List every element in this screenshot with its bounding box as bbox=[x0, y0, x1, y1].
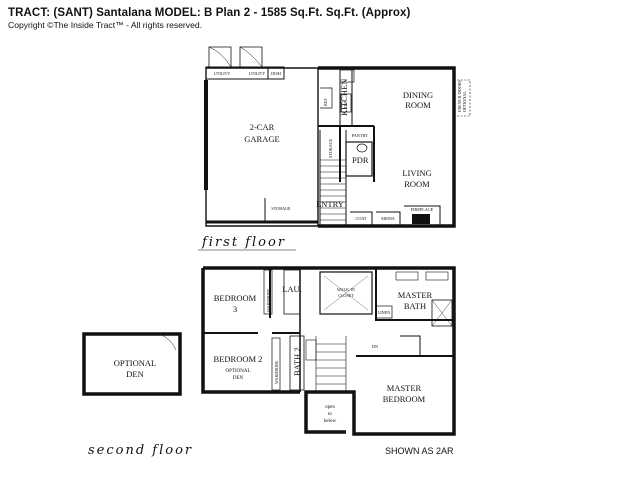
dining-label-line1: DINING bbox=[403, 90, 433, 100]
dn-label: DN bbox=[372, 344, 378, 349]
plan-title: TRACT: (SANT) Santalana MODEL: B Plan 2 … bbox=[8, 7, 411, 19]
lau-label: LAU. bbox=[282, 284, 302, 294]
second-floor-wall bbox=[203, 266, 456, 436]
dining-label-line2: ROOM bbox=[405, 100, 431, 110]
media-label: MEDIA bbox=[381, 216, 395, 221]
french-doors-label-1: OPTIONAL bbox=[462, 91, 467, 112]
second-floor-plan bbox=[82, 266, 456, 436]
ref-label: REF bbox=[323, 98, 328, 106]
open-below-label-line1: open bbox=[325, 405, 335, 410]
living-label-line1: LIVING bbox=[402, 168, 431, 178]
optional-den-wall bbox=[82, 332, 182, 396]
header: TRACT: (SANT) Santalana MODEL: B Plan 2 … bbox=[8, 7, 410, 30]
first-floor-caption: first floor bbox=[201, 235, 286, 250]
garage-exterior-doors bbox=[208, 46, 263, 67]
master-bedroom-label-line2: BEDROOM bbox=[383, 394, 426, 404]
walk-in-closet bbox=[319, 271, 373, 315]
linen-label: LINEN bbox=[378, 310, 391, 315]
bedroom2-label-line3: DEN bbox=[233, 376, 244, 381]
second-floor-stairs bbox=[315, 336, 347, 392]
living-label-line2: ROOM bbox=[404, 179, 430, 189]
kitchen-label: KITCHEN bbox=[339, 79, 349, 116]
utility-label-1: UTILITY bbox=[214, 71, 231, 76]
pantry-label: PANTRY bbox=[352, 133, 368, 138]
second-floor-caption: second floor bbox=[88, 443, 193, 458]
walkin-label-line1: WALK-IN bbox=[337, 287, 355, 292]
garage-label-line2: GARAGE bbox=[244, 134, 279, 144]
coat-label: COAT bbox=[356, 216, 367, 221]
first-floor-labels: 2-CAR GARAGE DINING ROOM LIVING ROOM PDR… bbox=[198, 71, 467, 251]
entry-label: ENTRY bbox=[316, 199, 344, 209]
garage-wall bbox=[205, 67, 319, 227]
storage-garage-label: STORAGE bbox=[271, 206, 291, 211]
pdr-label: PDR bbox=[352, 155, 369, 165]
bedroom3-label-line2: 3 bbox=[233, 304, 237, 314]
optional-french-doors bbox=[454, 79, 471, 117]
master-bedroom-label-line1: MASTER bbox=[387, 383, 422, 393]
house-wall bbox=[318, 66, 456, 228]
bedroom2-label-line1: BEDROOM 2 bbox=[214, 354, 263, 364]
optional-den-label-line1: OPTIONAL bbox=[114, 358, 157, 368]
bath2-label: BATH 2 bbox=[292, 347, 302, 376]
optional-den-label-line2: DEN bbox=[126, 369, 143, 379]
second-floor-labels: BEDROOM 3 LAU. WALK-IN CLOSET MASTER BAT… bbox=[88, 284, 454, 458]
french-doors-label-2: FRENCH DOORS bbox=[457, 80, 462, 112]
bedroom3-label-line1: BEDROOM bbox=[214, 293, 257, 303]
storage-stair-label: STORAGE bbox=[328, 138, 333, 158]
copyright-notice: Copyright ©The Inside Tract™ - All right… bbox=[8, 20, 203, 30]
first-floor-stairs bbox=[319, 130, 347, 226]
walkin-label-line2: CLOSET bbox=[338, 293, 354, 298]
garage-label-line1: 2-CAR bbox=[250, 122, 275, 132]
utility-label-2: UTILITY bbox=[249, 71, 266, 76]
master-bath-label-line1: MASTER bbox=[398, 290, 433, 300]
dish-label: DISH bbox=[271, 71, 281, 76]
master-bath-label-line2: BATH bbox=[404, 301, 426, 311]
shown-as-label: SHOWN AS 2AR bbox=[385, 446, 454, 456]
wardrobe-label-2: WARDROBE bbox=[274, 360, 279, 384]
open-below-label-line2: to bbox=[328, 412, 332, 417]
bedroom2-label-line2: OPTIONAL bbox=[226, 369, 251, 374]
fireplace-label: FIREPLACE bbox=[411, 207, 434, 212]
wardrobe-label-1: WARDROBE bbox=[266, 288, 271, 312]
dw-label: DW bbox=[343, 101, 348, 108]
open-below-label-line3: below bbox=[324, 419, 337, 424]
first-floor-plan bbox=[204, 46, 471, 228]
